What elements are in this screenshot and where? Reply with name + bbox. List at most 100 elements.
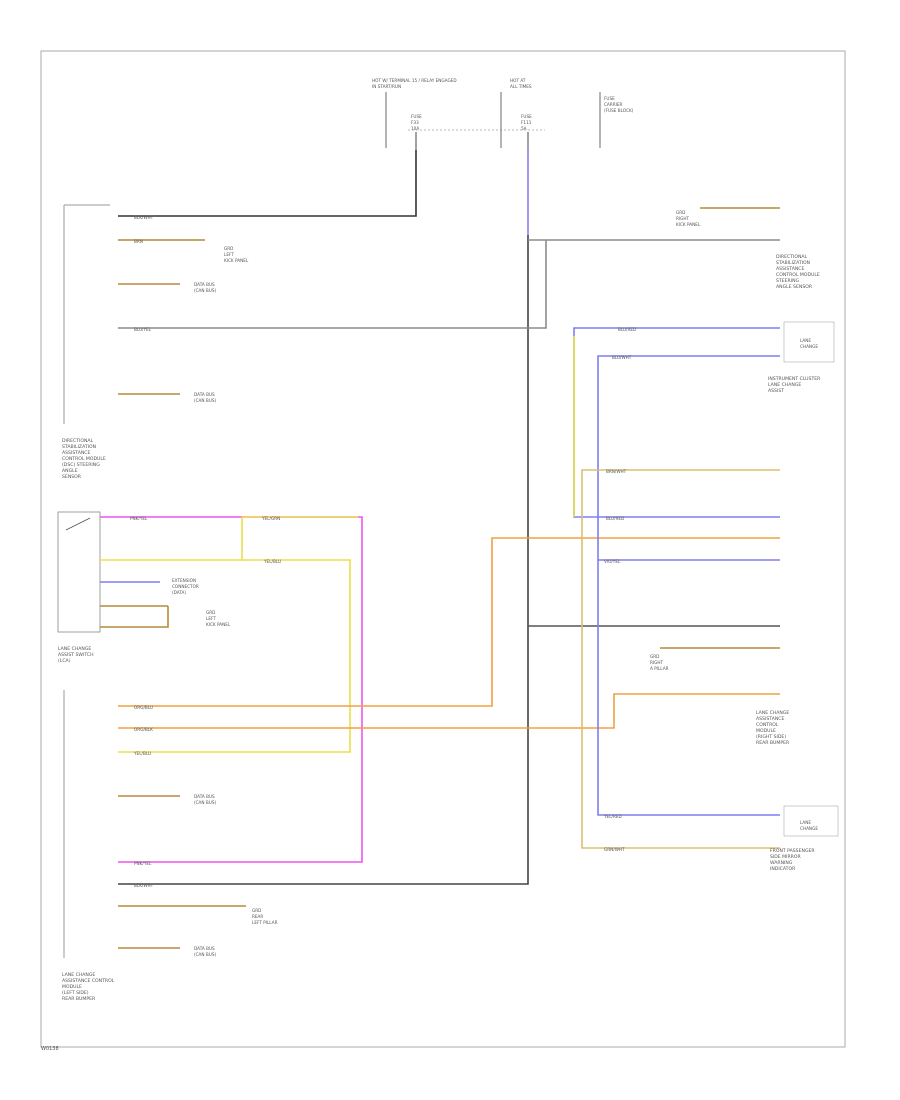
cluster-box — [783, 321, 835, 363]
supply-left-1: HOT W/ TERMINAL 15 / RELAY ENGAGED — [372, 78, 457, 83]
tan-wire-right — [581, 469, 780, 849]
ground-g1-1: GRD — [224, 246, 233, 251]
right-lower-label-1: LANE CHANGE — [756, 710, 789, 716]
ecu-top-label-5: (DSC) STEERING — [62, 462, 100, 468]
right-bottom-label-4: INDICATOR — [770, 866, 796, 872]
bus-label-2a: DATA BUS — [194, 392, 215, 397]
wire-label-vio-yel: VIO/YEL — [604, 559, 621, 564]
ground-g1-3: KICK PANEL — [224, 258, 249, 263]
right-top-label-5: STEERING — [776, 278, 800, 284]
ground-g3-3: LEFT PILLAR — [252, 920, 278, 925]
wire-label-org-blk: ORG/BLK — [134, 727, 153, 732]
fuse-right-1: FUSE — [521, 114, 532, 119]
wire-label-blu-red-1: BLU/RED — [618, 327, 636, 332]
right-top-label-1: DIRECTIONAL — [776, 254, 808, 260]
connector-label-2: CONNECTOR — [172, 584, 199, 589]
right-top-label-6: ANGLE SENSOR — [776, 284, 813, 290]
ecu-top-label-2: STABILIZATION — [62, 444, 96, 450]
footer-code: W0138 — [41, 1046, 59, 1052]
cluster-box-1: LANE — [800, 338, 811, 343]
right-lower-label-3: CONTROL — [756, 722, 779, 728]
blue-wire-right-2 — [597, 355, 780, 816]
cluster-box-2 — [783, 805, 839, 837]
dsc-return — [118, 240, 547, 329]
ground-g2-3: KICK PANEL — [206, 622, 231, 627]
ecu-bottom-label-2: ASSISTANCE CONTROL — [62, 978, 115, 984]
ecu-top-label-3: ASSISTANCE — [62, 450, 90, 456]
wire-label-brn-wht: BRN/WHT — [606, 469, 627, 474]
bus-label-4a: DATA BUS — [194, 946, 215, 951]
ground-g4-3: A PILLAR — [650, 666, 669, 671]
ground-g2-1: GRD — [206, 610, 215, 615]
top-right-ground-1: GRD — [676, 210, 685, 215]
ecu-bottom-label-3: MODULE — [62, 984, 82, 990]
fuse-note-3: (FUSE BLOCK) — [604, 108, 634, 113]
wire-label-blk-wht: BLK/WHT — [134, 215, 154, 220]
fuse-left-1: FUSE — [411, 114, 422, 119]
bus-label-1b: (CAN BUS) — [194, 288, 216, 293]
ground-g4-1: GRD — [650, 654, 659, 659]
bus-label-3b: (CAN BUS) — [194, 800, 216, 805]
wire-label-yel-blu: YEL/BLU — [263, 559, 281, 564]
fuse-left-2: F33 — [411, 120, 419, 125]
feed-left-wire — [118, 150, 417, 217]
fuse-right-3: 5A — [521, 126, 527, 131]
top-right-ground-3: KICK PANEL — [676, 222, 701, 227]
ecu-bottom-label-4: (LEFT SIDE) — [62, 990, 89, 996]
wire-label-blu-red-2: BLU/RED — [606, 516, 624, 521]
right-lower-label-5: (RIGHT SIDE) — [756, 734, 786, 740]
right-lower-label-2: ASSISTANCE — [756, 716, 784, 722]
right-lower-label-4: MODULE — [756, 728, 776, 734]
lane-change-switch — [57, 511, 101, 633]
bus-label-2b: (CAN BUS) — [194, 398, 216, 403]
switch-label-2: ASSIST SWITCH — [58, 652, 94, 658]
supply-right-1: HOT AT — [510, 78, 526, 83]
ground-g2-2: LEFT — [206, 616, 216, 621]
ground-g4-2: RIGHT — [650, 660, 664, 665]
switch-contact — [65, 517, 91, 531]
wire-label-yel-red: YEL/RED — [603, 814, 622, 819]
wire-label-brn-1: BRN — [134, 239, 143, 244]
wire-label-blu-yel: BLU/YEL — [134, 327, 152, 332]
connector-label-1: EXTENSION — [172, 578, 196, 583]
right-mid-label-1: INSTRUMENT CLUSTER — [768, 376, 821, 382]
cluster-box-2: CHANGE — [800, 344, 818, 349]
top-right-ground-2: RIGHT — [676, 216, 690, 221]
ecu-bottom-label-1: LANE CHANGE — [62, 972, 95, 978]
switch-label-1: LANE CHANGE — [58, 646, 91, 652]
bus-label-1a: DATA BUS — [194, 282, 215, 287]
right-bottom-label-1: FRONT PASSENGER — [770, 848, 815, 854]
right-lower-label-6: REAR BUMPER — [756, 740, 790, 746]
supply-left-2: IN START/RUN — [372, 84, 401, 89]
main-ground-trunk — [118, 235, 529, 885]
switch-ground-wire-2 — [100, 606, 169, 628]
ecu-top-label-6: ANGLE — [62, 468, 78, 474]
diagram-frame — [40, 50, 846, 1048]
wire-label-yel-blu-2: YEL/BLU — [133, 751, 151, 756]
orange-wire-1 — [118, 537, 780, 707]
ground-g1-2: LEFT — [224, 252, 234, 257]
switch-pink-wire — [100, 516, 363, 863]
wire-label-grn-wht: GRN/WHT — [604, 847, 625, 852]
bus-label-4b: (CAN BUS) — [194, 952, 216, 957]
fuse-left-3: 10A — [411, 126, 419, 131]
right-bottom-label-3: WARNING — [770, 860, 793, 866]
ground-g3-2: REAR — [252, 914, 263, 919]
ecu-top-label-1: DIRECTIONAL — [62, 438, 94, 444]
right-mid-label-2: LANE CHANGE — [768, 382, 801, 388]
ground-g3-1: GRD — [252, 908, 261, 913]
wire-label-pnk-yel-2: PNK/YEL — [134, 861, 152, 866]
wire-label-pnk-yel: PNK/YEL — [130, 516, 148, 521]
orange-wire-2 — [118, 693, 780, 729]
fuse-note-2: CARRIER — [604, 102, 622, 107]
right-top-label-3: ASSISTANCE — [776, 266, 804, 272]
ecu-bottom-label-5: REAR BUMPER — [62, 996, 96, 1002]
ecu-top-label-4: CONTROL MODULE — [62, 456, 106, 462]
wire-label-blk-wht-2: BLK/WHT — [134, 883, 154, 888]
supply-right-2: ALL TIMES — [510, 84, 532, 89]
ecu-top-label-7: SENSOR — [62, 474, 82, 480]
connector-label-3: (DATA) — [172, 590, 186, 595]
wire-label-org-blu: ORG/BLU — [134, 705, 153, 710]
fuse-note-1: FUSE — [604, 96, 615, 101]
